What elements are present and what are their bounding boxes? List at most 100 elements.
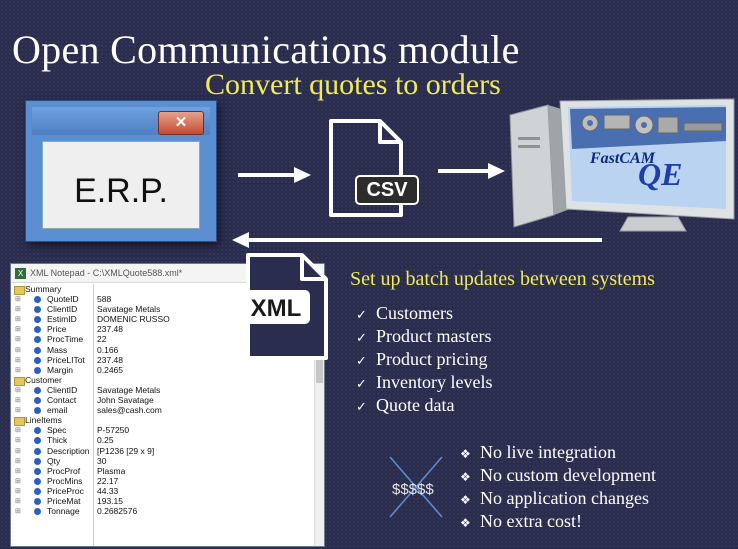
folder-icon	[14, 417, 25, 427]
expand-icon[interactable]: ⊞	[15, 397, 21, 405]
tree-value[interactable]: 237.48	[97, 324, 123, 335]
arrow-right-icon	[238, 167, 311, 183]
csv-label: CSV	[355, 175, 419, 205]
expand-icon[interactable]: ⊞	[15, 366, 21, 374]
benefit-item-label: No custom development	[480, 465, 656, 485]
column-divider[interactable]	[93, 284, 94, 546]
tree-value[interactable]: 0.2465	[97, 364, 123, 375]
batch-item-label: Inventory levels	[376, 372, 493, 392]
expand-icon[interactable]: ⊞	[15, 467, 21, 475]
money-label: $$$$$	[392, 481, 434, 498]
tree-field-row[interactable]: ⊞ Spec P-57250	[11, 425, 314, 435]
expand-icon[interactable]: ⊞	[15, 346, 21, 354]
tree-key: Customer	[25, 374, 62, 385]
arrow-right-icon	[438, 163, 505, 179]
tree-value[interactable]: 237.48	[97, 354, 123, 365]
expand-icon[interactable]: ⊞	[15, 407, 21, 415]
tree-value[interactable]: 30	[97, 455, 107, 466]
element-icon	[34, 306, 41, 314]
expand-icon[interactable]: ⊞	[15, 447, 21, 455]
tree-group-row[interactable]: Summary	[11, 284, 314, 295]
tree-value[interactable]: 193.15	[97, 495, 123, 506]
expand-icon[interactable]: ⊞	[15, 316, 21, 324]
expand-icon[interactable]: ⊞	[15, 477, 21, 485]
expand-icon[interactable]: ⊞	[15, 336, 21, 344]
benefit-item: ❖No live integration	[460, 441, 656, 464]
tree-field-row[interactable]: ⊞ email sales@cash.com	[11, 405, 314, 415]
expand-icon[interactable]: ⊞	[15, 386, 21, 394]
benefit-item: ❖No custom development	[460, 464, 656, 487]
expand-icon[interactable]: ⊞	[15, 296, 21, 304]
element-icon	[34, 296, 41, 304]
batch-item: ✓ Product masters	[356, 325, 492, 348]
tree-field-row[interactable]: ⊞Description[P1236 [29 x 9]	[11, 446, 314, 456]
tree-value[interactable]: John Savatage	[97, 395, 154, 406]
expand-icon[interactable]: ⊞	[15, 487, 21, 495]
benefit-item: ❖No application changes	[460, 487, 656, 510]
checkmark-icon: ✓	[356, 331, 367, 346]
tree-value[interactable]: P-57250	[97, 425, 130, 436]
tree-key: email	[47, 405, 68, 416]
element-icon	[34, 316, 41, 324]
tree-value[interactable]: [P1236 [29 x 9]	[97, 445, 155, 456]
batch-item-label: Product masters	[376, 326, 492, 346]
tree-value[interactable]: DOMENIC RUSSO	[97, 314, 170, 325]
tree-key: QuoteID	[47, 294, 79, 305]
expand-icon[interactable]: ⊞	[15, 306, 21, 314]
expand-icon[interactable]: ⊞	[15, 497, 21, 505]
tree-field-row[interactable]: ⊞ Qty 30	[11, 456, 314, 466]
tree-value[interactable]: Plasma	[97, 465, 126, 476]
tree-value[interactable]: 0.25	[97, 435, 114, 446]
tree-group-row[interactable]: LineItems	[11, 415, 314, 427]
element-icon	[34, 356, 41, 364]
tree-field-row[interactable]: ⊞ PriceProc 44.33	[11, 486, 314, 496]
element-icon	[34, 508, 41, 516]
benefit-item-label: No live integration	[480, 442, 616, 462]
expand-icon[interactable]: ⊞	[15, 356, 21, 364]
tree-value[interactable]: 0.166	[97, 344, 119, 355]
tree-value[interactable]: 44.33	[97, 485, 119, 496]
batch-list: ✓Customers✓Product masters✓Product prici…	[356, 302, 492, 417]
tree-key: PriceProc	[47, 485, 84, 496]
tree-group-row[interactable]: Customer	[11, 374, 314, 386]
batch-item-label: Quote data	[376, 395, 455, 415]
tree-key: Spec	[47, 425, 67, 436]
batch-title: Set up batch updates between systems	[350, 268, 655, 290]
tree-value[interactable]: 22	[97, 334, 107, 345]
tree-value[interactable]: 0.2682576	[97, 506, 138, 517]
element-icon	[34, 497, 41, 505]
tree-value[interactable]: Savatage Metals	[97, 384, 161, 395]
expand-icon[interactable]: ⊞	[15, 508, 21, 516]
tree-value[interactable]: sales@cash.com	[97, 405, 162, 416]
tree-value[interactable]: 22.17	[97, 475, 119, 486]
xml-notepad-title: XML Notepad - C:\XMLQuote588.xml*	[30, 268, 183, 278]
expand-icon[interactable]: ⊞	[15, 457, 21, 465]
expand-icon[interactable]: ⊞	[15, 427, 21, 435]
arrow-left-icon	[232, 232, 602, 248]
xml-notepad-app-icon: X	[15, 268, 26, 280]
expand-icon[interactable]: ⊞	[15, 437, 21, 445]
expand-icon[interactable]: ⊞	[15, 326, 21, 334]
tree-value[interactable]: Savatage Metals	[97, 304, 161, 315]
checkmark-icon: ✓	[356, 354, 367, 369]
tree-field-row[interactable]: ⊞ QuoteID 588	[11, 294, 314, 304]
tree-value[interactable]: 588	[97, 294, 112, 305]
close-x-icon: ✕	[158, 111, 204, 135]
tree-key: Qty	[47, 455, 61, 466]
